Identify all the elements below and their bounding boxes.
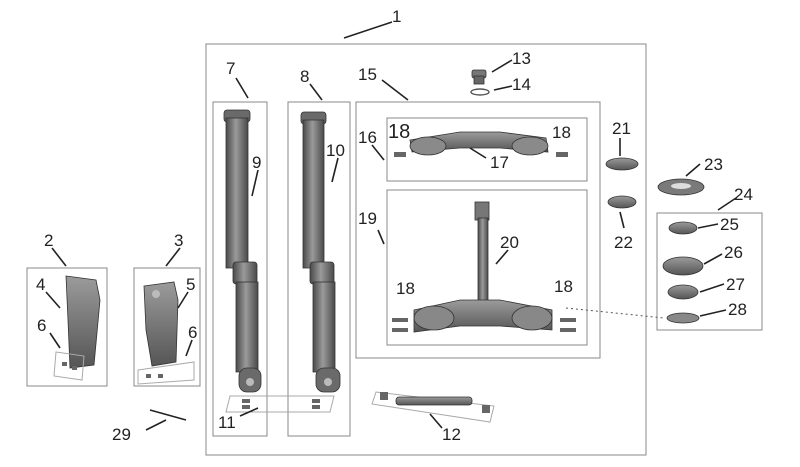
callout-4: 4 <box>36 275 45 294</box>
callout-14: 14 <box>512 75 531 94</box>
callout-13: 13 <box>512 49 531 68</box>
bearing-race-27 <box>667 284 699 300</box>
assembly-box-1 <box>205 43 647 456</box>
callout-16: 16 <box>358 128 377 147</box>
seal-ring-28 <box>666 312 700 324</box>
callout-3: 3 <box>174 231 183 250</box>
guard-box-2 <box>26 267 108 387</box>
dotted-guide-line <box>565 307 665 319</box>
fork-guard-right <box>137 281 195 385</box>
callout-28: 28 <box>728 300 747 319</box>
callout-7: 7 <box>226 59 235 78</box>
callout-8: 8 <box>300 67 309 86</box>
fork-leg-box-7 <box>212 101 268 437</box>
callout-2: 2 <box>44 231 53 250</box>
callout-18-lower-left: 18 <box>396 279 415 298</box>
guard-box-3 <box>133 267 201 387</box>
axle-clamp-bolts <box>225 395 335 413</box>
callout-27: 27 <box>726 275 745 294</box>
triple-clamp-box-15 <box>355 101 601 359</box>
callout-18-upper-left: 18 <box>388 121 410 143</box>
lower-bearing <box>607 195 637 209</box>
front-axle <box>371 391 495 423</box>
upper-clamp-box-16 <box>386 117 588 182</box>
callout-18-upper-right: 18 <box>552 123 571 142</box>
callout-11: 11 <box>218 413 236 432</box>
callout-23: 23 <box>704 155 723 174</box>
callout-25: 25 <box>720 215 739 234</box>
fork-guard-left <box>53 275 101 381</box>
callout-10: 10 <box>326 141 345 160</box>
leader-lines <box>45 21 737 431</box>
fork-leg-box-8 <box>287 101 351 437</box>
fork-leg-right <box>300 111 341 393</box>
callout-9: 9 <box>252 153 261 172</box>
lower-clamp-box-19 <box>386 189 588 346</box>
bearing-kit-box-24 <box>656 212 763 331</box>
lower-triple-clamp-stem <box>392 201 576 333</box>
callout-12: 12 <box>442 425 461 444</box>
bearing-cover-26 <box>662 256 704 276</box>
callout-21: 21 <box>612 119 631 138</box>
fork-leg-left <box>223 109 262 393</box>
callout-6-left: 6 <box>37 316 46 335</box>
callout-29: 29 <box>112 425 131 444</box>
callout-6-right: 6 <box>188 323 197 342</box>
dust-seal-washer <box>657 178 705 196</box>
bearing-race-25 <box>668 221 698 235</box>
steering-stem-nut <box>471 69 487 85</box>
callout-20: 20 <box>500 233 519 252</box>
upper-triple-clamp <box>394 131 568 157</box>
callout-19: 19 <box>358 209 377 228</box>
callout-18-lower-right: 18 <box>554 277 573 296</box>
callout-1: 1 <box>392 7 401 26</box>
callout-15: 15 <box>358 65 377 84</box>
callout-22: 22 <box>614 233 633 252</box>
stem-washer <box>470 88 490 96</box>
callout-24: 24 <box>734 185 753 204</box>
callout-26: 26 <box>724 243 743 262</box>
callout-5: 5 <box>186 275 195 294</box>
callout-labels: 1 2 3 4 5 6 6 7 8 9 10 11 12 13 14 15 16… <box>36 7 753 444</box>
upper-bearing <box>605 157 639 171</box>
callout-17: 17 <box>490 153 509 172</box>
